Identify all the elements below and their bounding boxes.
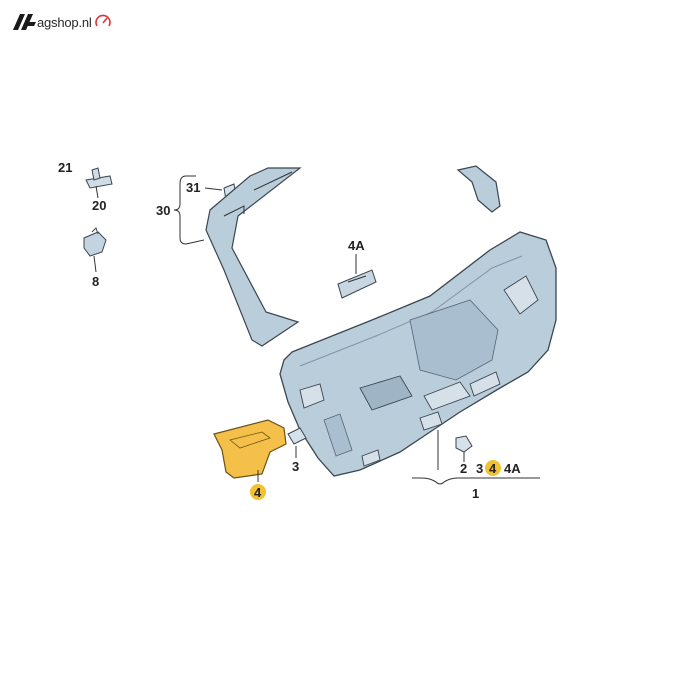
logo-mark-icon xyxy=(13,14,36,30)
callout-4-highlight xyxy=(250,484,266,500)
callout-4-group: 4 xyxy=(489,461,497,476)
callout-31: 31 xyxy=(186,180,200,195)
site-logo[interactable]: agshop.nl xyxy=(12,10,112,34)
side-pillar-trim-30 xyxy=(205,167,302,347)
callout-21: 21 xyxy=(58,160,72,175)
leader-lines xyxy=(93,175,540,485)
fastener-8 xyxy=(83,227,107,257)
callout-4A-group: 4A xyxy=(504,461,521,476)
callout-8: 8 xyxy=(92,274,99,289)
trim-cover-4 xyxy=(213,419,287,479)
speedometer-icon xyxy=(94,14,111,27)
tailgate-trim-panel-1 xyxy=(279,231,557,477)
callout-4A: 4A xyxy=(348,238,365,253)
clip-3 xyxy=(287,427,307,445)
bracket-4A xyxy=(337,269,377,299)
callout-4b-highlight xyxy=(485,460,501,476)
callout-3-group: 3 xyxy=(476,461,483,476)
callout-4: 4 xyxy=(254,485,262,500)
callout-3: 3 xyxy=(292,459,299,474)
right-pillar-trim xyxy=(456,165,501,213)
clip-20 xyxy=(85,167,113,189)
callout-2: 2 xyxy=(460,461,467,476)
clip-2 xyxy=(455,435,473,453)
logo-text: agshop.nl xyxy=(37,14,92,30)
callout-20: 20 xyxy=(92,198,106,213)
callout-30: 30 xyxy=(156,203,170,218)
callout-1: 1 xyxy=(472,486,479,501)
